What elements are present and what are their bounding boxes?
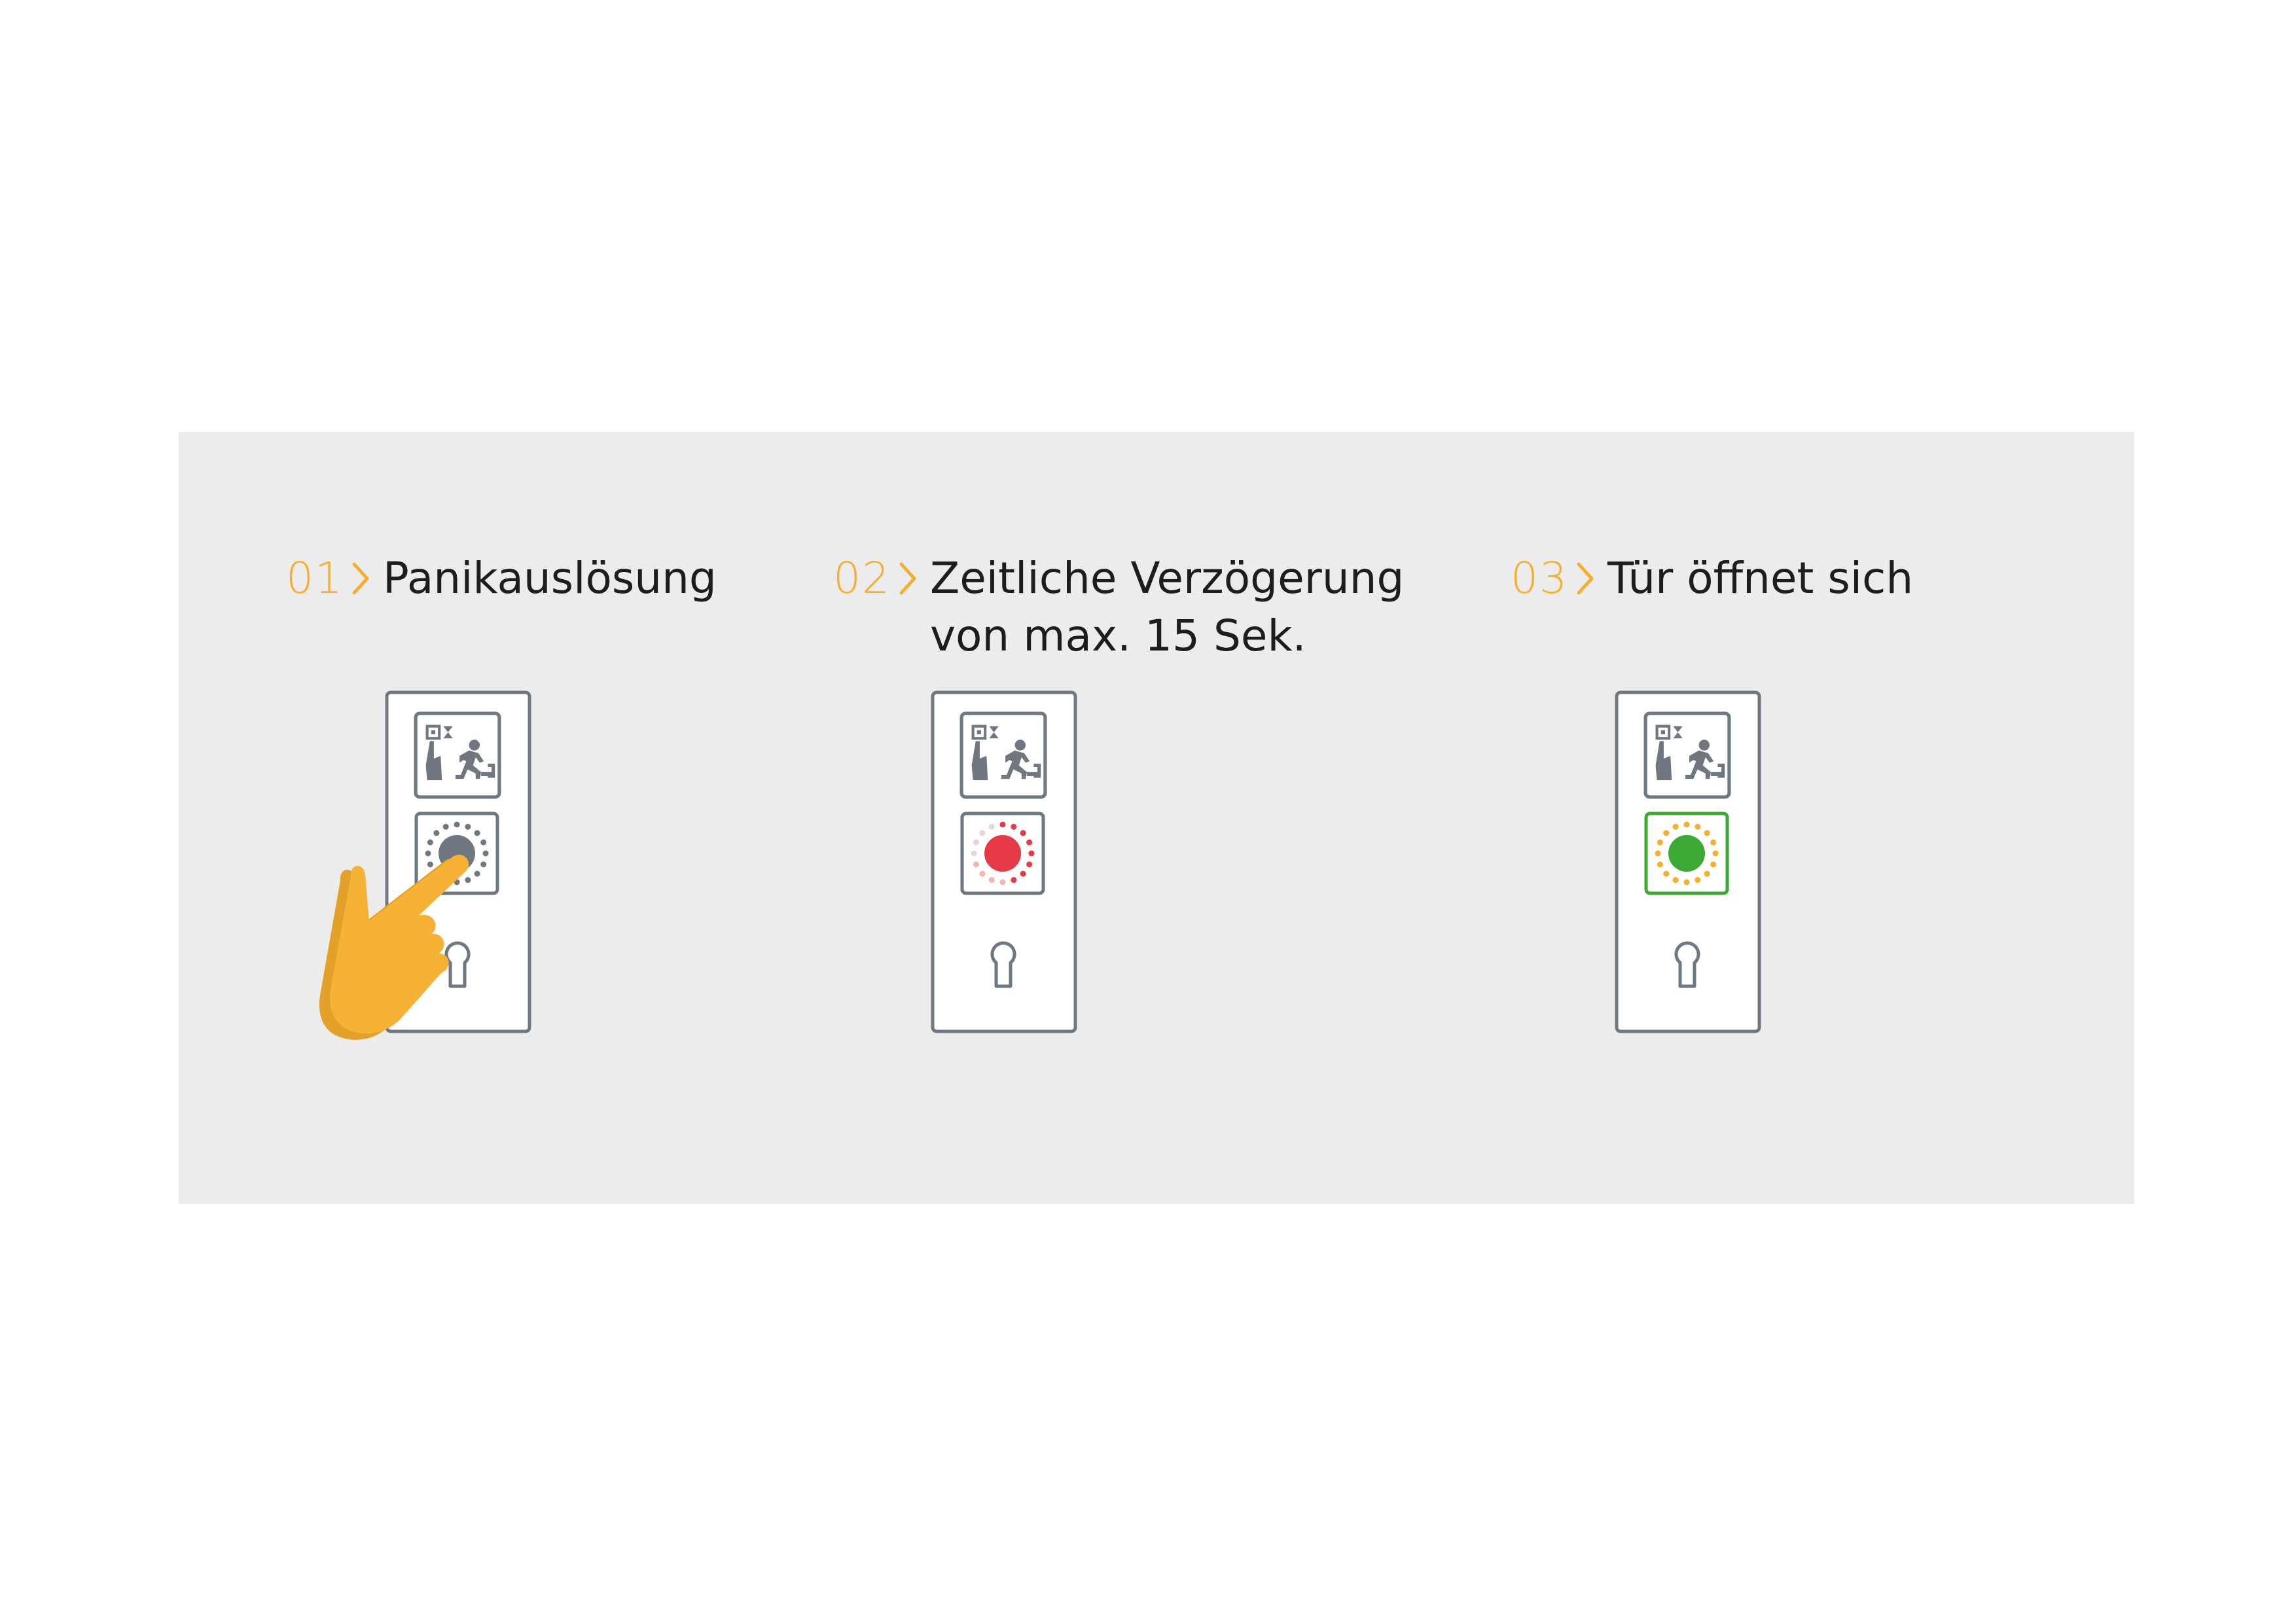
indicator-dot xyxy=(454,821,460,828)
indicator-dot xyxy=(1663,870,1670,877)
indicator-dot xyxy=(988,823,995,830)
step-2-title: Zeitliche Verzögerung xyxy=(929,553,1405,603)
indicator-dot xyxy=(1011,877,1017,883)
push-button-icon xyxy=(960,812,1045,895)
step-2-number: 02 xyxy=(833,553,891,603)
indicator-dot xyxy=(1695,877,1701,883)
indicator-dot xyxy=(1663,830,1670,836)
step-2-subtitle: von max. 15 Sek. xyxy=(929,611,1306,661)
indicator-dot xyxy=(1657,839,1663,846)
indicator-dot xyxy=(1683,879,1690,885)
emergency-exit-release-icon xyxy=(961,713,1045,797)
indicator-dot xyxy=(474,870,480,877)
step-1-number: 01 xyxy=(286,553,344,603)
emergency-exit-release-icon xyxy=(416,713,499,797)
indicator-dot xyxy=(480,839,487,846)
indicator-dot xyxy=(427,861,433,868)
indicator-dot xyxy=(1011,823,1017,830)
chevron-right-icon xyxy=(1577,562,1594,595)
indicator-dot xyxy=(973,839,979,846)
step-3-heading: 03 Tür öffnet sich xyxy=(1511,550,1913,607)
indicator-dot xyxy=(973,861,979,868)
indicator-dot xyxy=(465,877,471,883)
indicator-dot xyxy=(1710,861,1717,868)
emergency-exit-release-icon xyxy=(1645,713,1729,797)
indicator-dot xyxy=(425,850,431,857)
indicator-dot xyxy=(1026,861,1033,868)
indicator-dot xyxy=(1704,830,1710,836)
indicator-dot xyxy=(474,830,480,836)
panic-terminal-3 xyxy=(1615,690,1761,1033)
indicator-dot xyxy=(480,861,487,868)
indicator-dot xyxy=(1020,830,1026,836)
indicator-dot xyxy=(1655,850,1661,857)
indicator-dot xyxy=(1020,870,1026,877)
indicator-dot xyxy=(465,823,471,830)
step-1-heading: 01 Panikauslösung xyxy=(286,550,717,607)
indicator-dot xyxy=(1683,821,1690,828)
indicator-dot xyxy=(1704,870,1710,877)
indicator-dot xyxy=(1672,823,1679,830)
indicator-dot xyxy=(999,879,1006,885)
indicator-dot xyxy=(1026,839,1033,846)
panic-terminal-2 xyxy=(931,690,1077,1033)
indicator-dot xyxy=(979,870,986,877)
indicator-dot xyxy=(442,823,449,830)
indicator-dot xyxy=(999,821,1006,828)
indicator-dot xyxy=(979,830,986,836)
pointing-hand-icon xyxy=(319,855,469,1040)
indicator-dot xyxy=(971,850,977,857)
indicator-dot xyxy=(427,839,433,846)
indicator-dot xyxy=(1695,823,1701,830)
step-2-heading: 02 Zeitliche Verzögerung von max. 15 Sek… xyxy=(833,550,1404,665)
chevron-right-icon xyxy=(352,562,369,595)
indicator-dot xyxy=(433,830,440,836)
chevron-right-icon xyxy=(899,562,916,595)
indicator-dot xyxy=(1657,861,1663,868)
indicator-dot xyxy=(1712,850,1719,857)
indicator-dot xyxy=(1710,839,1717,846)
step-3-title: Tür öffnet sich xyxy=(1607,553,1914,603)
indicator-dot xyxy=(1672,877,1679,883)
indicator-dot xyxy=(1028,850,1035,857)
push-button-icon xyxy=(1644,812,1729,895)
indicator-dot xyxy=(482,850,489,857)
indicator-dot xyxy=(988,877,995,883)
step-1-title: Panikauslösung xyxy=(382,553,717,603)
step-3-number: 03 xyxy=(1511,553,1568,603)
